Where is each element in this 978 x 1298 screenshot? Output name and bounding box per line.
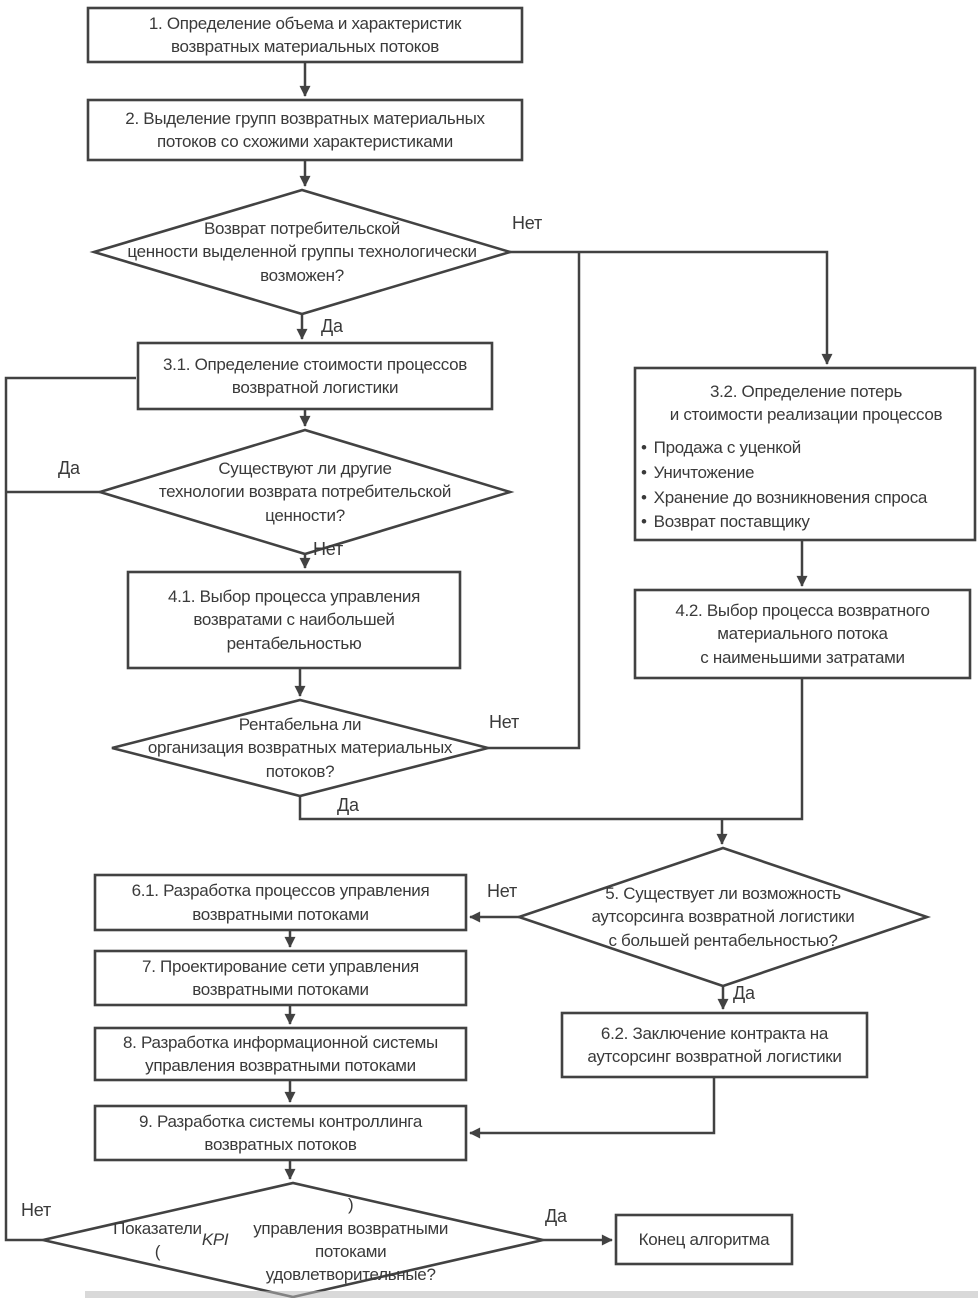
bullet-item: • Уничтожение bbox=[641, 461, 971, 486]
flow-box-2-label: 2. Выделение групп возвратных материальн… bbox=[125, 108, 485, 151]
flow-box-2 bbox=[86, 98, 524, 162]
flow-box-1-label: 1. Определение объема и характеристик во… bbox=[148, 13, 462, 56]
edge-d3-no-join bbox=[488, 253, 581, 750]
flow-box-7 bbox=[93, 949, 468, 1007]
bullet-text: Продажа с уценкой bbox=[653, 437, 802, 457]
branch-label-kpi-yes: Да bbox=[545, 1206, 567, 1226]
edge-d3-yes-merge bbox=[298, 678, 804, 821]
bullet-item: • Хранение до возникновения спроса bbox=[641, 486, 971, 511]
flow-box-3-2-bullets: • Продажа с уценкой • Уничтожение • Хран… bbox=[641, 436, 971, 535]
branch-label-d5-no: Нет bbox=[487, 881, 518, 901]
flow-box-6-2 bbox=[560, 1011, 869, 1079]
flow-box-9 bbox=[93, 1104, 468, 1162]
flow-box-6-2-label: 6.2. Заключение контракта на аутсорсинг … bbox=[587, 1023, 842, 1066]
branch-label-d2-no: Нет bbox=[313, 539, 344, 559]
flow-box-end bbox=[614, 1213, 794, 1266]
flow-box-6-1-label: 6.1. Разработка процессов управления воз… bbox=[131, 881, 430, 924]
flow-box-end-label: Конец алгоритма bbox=[638, 1229, 770, 1249]
flow-box-3-2-title: 3.2. Определение потерь и стоимости реал… bbox=[669, 382, 943, 425]
decision-kpi-label: Показатели (KPI ) управления возвратными … bbox=[113, 1186, 473, 1294]
flow-box-6-1 bbox=[93, 873, 468, 932]
edge-left-return-spine bbox=[4, 376, 136, 1242]
decision-return-possible-label: Возврат потребительской ценности выделен… bbox=[127, 218, 477, 285]
decision-outsourcing bbox=[514, 846, 932, 988]
flow-box-8 bbox=[93, 1026, 468, 1082]
bullet-text: Возврат поставщику bbox=[653, 512, 810, 532]
flow-box-3-1 bbox=[136, 341, 494, 411]
bullet-marker: • bbox=[641, 437, 647, 457]
flow-box-8-label: 8. Разработка информационной системы упр… bbox=[123, 1032, 438, 1075]
bullet-text: Уничтожение bbox=[653, 462, 755, 482]
flow-box-3-1-label: 3.1. Определение стоимости процессов воз… bbox=[163, 354, 467, 397]
flow-box-3-2-content: 3.2. Определение потерь и стоимости реал… bbox=[641, 380, 971, 534]
scan-artifact-bar bbox=[85, 1291, 978, 1298]
kpi-label-pre: Показатели ( bbox=[113, 1218, 202, 1261]
edge-box62-box9 bbox=[469, 1077, 716, 1139]
decision-return-possible bbox=[89, 188, 515, 316]
flow-box-4-1-label: 4.1. Выбор процесса управления возвратам… bbox=[167, 586, 421, 653]
bullet-item: • Продажа с уценкой bbox=[641, 436, 971, 461]
decision-profitable-label: Рентабельна ли организация возвратных ма… bbox=[147, 714, 453, 781]
bullet-marker: • bbox=[641, 512, 647, 532]
branch-label-d5-yes: Да bbox=[733, 983, 755, 1003]
flow-box-1 bbox=[86, 6, 524, 64]
bullet-marker: • bbox=[641, 462, 647, 482]
flow-box-4-2 bbox=[633, 588, 972, 680]
branch-label-kpi-no: Нет bbox=[21, 1200, 52, 1220]
flow-box-4-2-label: 4.2. Выбор процесса возвратного материал… bbox=[675, 600, 930, 667]
decision-outsourcing-label: 5. Существует ли возможность аутсорсинга… bbox=[591, 883, 855, 950]
bullet-item: • Возврат поставщику bbox=[641, 510, 971, 535]
kpi-label-italic: KPI bbox=[201, 1230, 229, 1250]
flow-box-9-label: 9. Разработка системы контроллинга возвр… bbox=[138, 1111, 422, 1154]
kpi-label-post: ) управления возвратными потоками удовле… bbox=[253, 1195, 449, 1285]
flow-box-4-1 bbox=[126, 570, 462, 670]
bullet-text: Хранение до возникновения спроса bbox=[653, 487, 928, 507]
flow-box-7-label: 7. Проектирование сети управления возвра… bbox=[142, 956, 419, 999]
branch-label-d1-no: Нет bbox=[512, 213, 543, 233]
decision-other-technologies-label: Существуют ли другие технологии возврата… bbox=[158, 458, 452, 525]
branch-label-d3-yes: Да bbox=[337, 795, 359, 815]
branch-label-d2-yes: Да bbox=[58, 458, 80, 478]
bullet-marker: • bbox=[641, 487, 647, 507]
decision-other-technologies bbox=[95, 428, 515, 556]
flow-box-3-2 bbox=[633, 366, 977, 542]
branch-label-d3-no: Нет bbox=[489, 712, 520, 732]
decision-profitable bbox=[111, 698, 489, 798]
edge-d1-no-box32 bbox=[510, 250, 833, 365]
branch-label-d1-yes: Да bbox=[321, 316, 343, 336]
decision-kpi bbox=[42, 1181, 544, 1298]
